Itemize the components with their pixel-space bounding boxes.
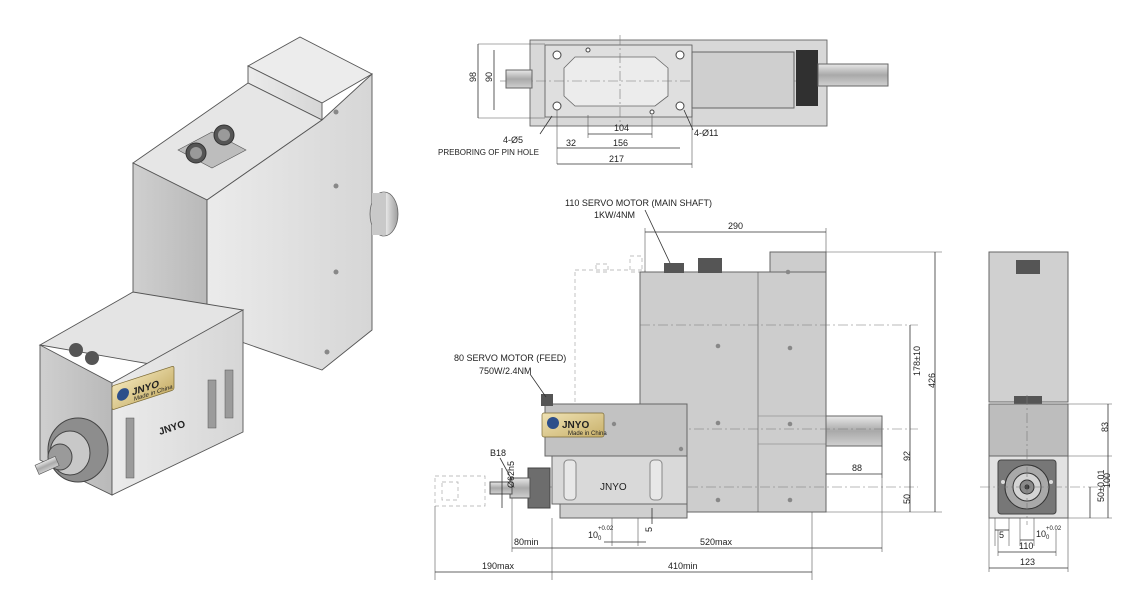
front-view: JNYO Made in China JNYO 110 SERVO MOTOR … [434, 198, 942, 580]
rear-shaft-body [372, 193, 386, 235]
dim-b18: B18 [490, 448, 506, 458]
callout-pin-note: PREBORING OF PIN HOLE [438, 148, 539, 157]
brand-text-front: JNYO [562, 420, 589, 431]
dim-178: 178±10 [912, 346, 922, 376]
side-feed-connector [1014, 396, 1042, 404]
slide-slots [125, 369, 234, 479]
dim-50: 50 [902, 494, 912, 504]
side-view: 83 100 50±0.01 5 10 +0.02 0 110 123 [980, 251, 1112, 572]
screw-1 [333, 109, 339, 115]
dim-88: 88 [852, 463, 862, 473]
feed-motor-spec: 750W/2.4NM [479, 366, 532, 376]
spindle-flange [527, 467, 551, 509]
brand-plate-iso: JNYO Made in China [111, 366, 175, 410]
dim-110: 110 [1019, 541, 1033, 551]
spindle-tip [489, 481, 513, 495]
dim-5-front: 5 [644, 527, 654, 532]
dim-tol10-upper-front: +0.02 [598, 526, 614, 532]
side-main-connector [1016, 260, 1040, 274]
dim-190max: 190max [482, 561, 515, 571]
feed-connector-2 [85, 351, 99, 365]
top-motor-flange [796, 50, 818, 106]
top-left-shaft [505, 69, 533, 89]
dim-83: 83 [1100, 422, 1110, 432]
top-view: 98 90 104 32 156 217 4-Ø5 PREBORING OF P… [438, 35, 890, 168]
dim-290: 290 [728, 221, 743, 231]
side-upper-housing [988, 251, 1069, 403]
feed-connector-1 [69, 343, 83, 357]
dim-217: 217 [609, 154, 624, 164]
front-rear-shaft [825, 415, 883, 447]
dim-156: 156 [613, 138, 628, 148]
dim-tol10-upper-side: +0.02 [1046, 526, 1062, 532]
lower-body-right-face [111, 309, 244, 496]
spindle-nose [34, 417, 109, 483]
top-shaft [817, 63, 889, 87]
dim-tol10-lower-side: 0 [1046, 535, 1050, 541]
dim-123: 123 [1020, 557, 1035, 567]
dim-100: 100 [1102, 473, 1112, 488]
isometric-view: JNYO Made in China JNYO [34, 36, 399, 496]
screw-2 [333, 183, 339, 189]
dim-phi62: Ø62h5 [506, 461, 516, 488]
dim-tol10-front: 10 [588, 530, 598, 540]
feed-motor-label: 80 SERVO MOTOR (FEED) [454, 353, 566, 363]
dim-tol10-side: 10 [1036, 529, 1046, 539]
top-motor-body [691, 51, 795, 109]
dim-5-side: 5 [999, 530, 1004, 540]
dim-104: 104 [614, 123, 629, 133]
main-motor-spec: 1KW/4NM [594, 210, 635, 220]
dim-410min: 410min [668, 561, 698, 571]
screw-4 [324, 349, 330, 355]
dim-92: 92 [902, 451, 912, 461]
main-connector-2 [698, 258, 722, 273]
dim-80min: 80min [514, 537, 539, 547]
plate-sub-front: Made in China [568, 431, 607, 437]
dim-426: 426 [927, 373, 937, 388]
feed-motor-connector [541, 394, 553, 406]
callout-pin-holes: 4-Ø5 [503, 135, 523, 145]
brand-plate-front: JNYO Made in China [541, 412, 607, 438]
dim-tol10-lower-front: 0 [598, 536, 602, 542]
dim-520max: 520max [700, 537, 733, 547]
top-connectors [177, 124, 247, 169]
callout-mount-holes: 4-Ø11 [694, 128, 718, 138]
brand-text-slide: JNYO [600, 482, 627, 493]
dim-50tol: 50±0.01 [1096, 470, 1106, 502]
screw-3 [333, 269, 339, 275]
front-upper-step [769, 251, 827, 273]
side-feed-housing [988, 403, 1069, 457]
dim-32: 32 [566, 138, 576, 148]
main-motor-label: 110 SERVO MOTOR (MAIN SHAFT) [565, 198, 712, 208]
dim-98: 98 [468, 72, 478, 82]
top-view-recess [563, 56, 669, 107]
dim-90: 90 [484, 72, 494, 82]
slide-base [559, 503, 688, 519]
main-connector-1 [664, 263, 684, 273]
